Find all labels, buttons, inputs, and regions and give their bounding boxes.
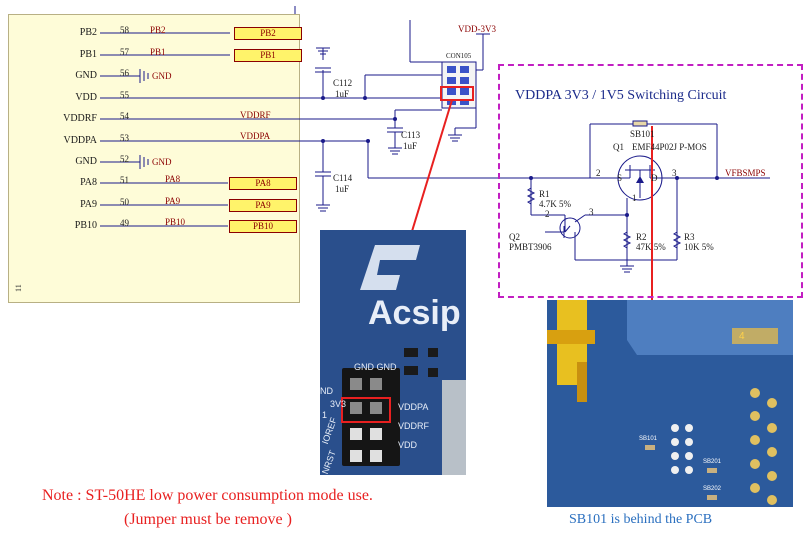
board-photo: Acsip GND GND VDDPA VDDRF VDD ND 3V3 1 I… <box>320 230 466 475</box>
c114-ref: C114 <box>333 173 353 183</box>
pin-name: GND <box>75 156 97 167</box>
c112-ref: C112 <box>333 78 353 88</box>
net-port-box: PB2 <box>234 27 302 40</box>
q2-part: PMBT3906 <box>509 242 552 252</box>
net-port-box: PB10 <box>229 220 297 233</box>
q1-part: EMF44P02J P-MOS <box>632 142 707 152</box>
pin-name: PA8 <box>80 177 97 188</box>
net-label: GND <box>152 71 172 81</box>
pin-name: PB10 <box>74 220 97 231</box>
c113-value: 1uF <box>403 141 418 151</box>
pin-number: 57 <box>120 47 129 57</box>
net-label: PB1 <box>150 47 166 57</box>
connector-ref: CON105 <box>446 52 472 60</box>
pcb-back-photo: 4 SB101 SB201 SB202 <box>547 300 793 507</box>
pin-name: PB1 <box>79 49 97 60</box>
board-left-3v3: 3V3 <box>330 399 347 409</box>
pin-name: PA9 <box>80 199 97 210</box>
board-artwork <box>320 230 466 475</box>
pcb-sb101-label: SB101 <box>639 436 658 442</box>
board-vddpa-label: VDDPA <box>398 402 429 412</box>
pin-number: 55 <box>120 90 129 100</box>
note-line-2: (Jumper must be remove ) <box>124 511 292 528</box>
board-vddrf-label: VDDRF <box>398 421 429 431</box>
q2-pin-3: 3 <box>589 207 594 217</box>
net-label: GND <box>152 157 172 167</box>
r1-value: 4.7K 5% <box>539 199 571 209</box>
pcb-sb202-label: SB202 <box>703 486 722 492</box>
board-vdd-label: VDD <box>398 440 418 450</box>
q1-pin-d: D <box>651 173 658 183</box>
q2-ref: Q2 <box>509 232 520 242</box>
r1-ref: R1 <box>539 189 550 199</box>
net-label: VDDPA <box>240 131 271 141</box>
st-logo-shape <box>360 245 420 290</box>
r2-ref: R2 <box>636 232 647 242</box>
net-port-box: PB1 <box>234 49 302 62</box>
pin-number: 53 <box>120 133 129 143</box>
vdd-3v3-label: VDD-3V3 <box>458 24 496 34</box>
acsip-logo: Acsip <box>368 294 461 332</box>
pin-number: 54 <box>120 111 129 121</box>
pin-number: 49 <box>120 218 129 228</box>
pin-name: GND <box>75 70 97 81</box>
r2-value: 47K 5% <box>636 242 666 252</box>
net-label: VDDRF <box>240 110 271 120</box>
switching-circuit-title: VDDPA 3V3 / 1V5 Switching Circuit <box>515 88 727 103</box>
q1-pin-1: 1 <box>632 193 637 203</box>
switching-circuit-frame <box>498 64 803 298</box>
net-port-box: PA8 <box>229 177 297 190</box>
board-gnd-label: GND GND <box>354 362 397 372</box>
pin-name: VDD <box>75 92 97 103</box>
pcb-corner-number: 4 <box>739 331 745 342</box>
board-left-nd: ND <box>320 386 333 396</box>
pcb-sb201-label: SB201 <box>703 459 722 465</box>
q1-pin-s: S <box>617 173 623 183</box>
pin-name: VDDRF <box>63 113 97 124</box>
board-left-1: 1 <box>322 410 328 420</box>
sb101-label: SB101 <box>630 129 655 139</box>
pin-number: 50 <box>120 197 129 207</box>
r3-ref: R3 <box>684 232 695 242</box>
pin-name: VDDPA <box>63 135 97 146</box>
ic-symbol-body <box>8 14 300 303</box>
pin-number: 58 <box>120 25 129 35</box>
c114-value: 1uF <box>335 184 350 194</box>
r3-value: 10K 5% <box>684 242 714 252</box>
c113-ref: C113 <box>401 130 421 140</box>
net-label: PB10 <box>165 217 186 227</box>
pin-number: 51 <box>120 175 129 185</box>
vfbsmps-label: VFBSMPS <box>725 168 766 178</box>
pin-number: 52 <box>120 154 129 164</box>
q2-pin-2: 2 <box>545 209 550 219</box>
pin-number: 56 <box>120 68 129 78</box>
net-label: PA8 <box>165 174 181 184</box>
q1-pin-3: 3 <box>672 168 677 178</box>
c112-value: 1uF <box>335 89 350 99</box>
pin-name: PB2 <box>79 27 97 38</box>
note-line-1: Note : ST-50HE low power consumption mod… <box>42 487 373 504</box>
q1-pin-2: 2 <box>596 168 601 178</box>
net-port-box: PA9 <box>229 199 297 212</box>
net-label: PA9 <box>165 196 181 206</box>
pcb-artwork <box>547 300 793 507</box>
q1-ref: Q1 <box>613 142 624 152</box>
pcb-caption: SB101 is behind the PCB <box>569 512 713 527</box>
net-label: PB2 <box>150 25 166 35</box>
